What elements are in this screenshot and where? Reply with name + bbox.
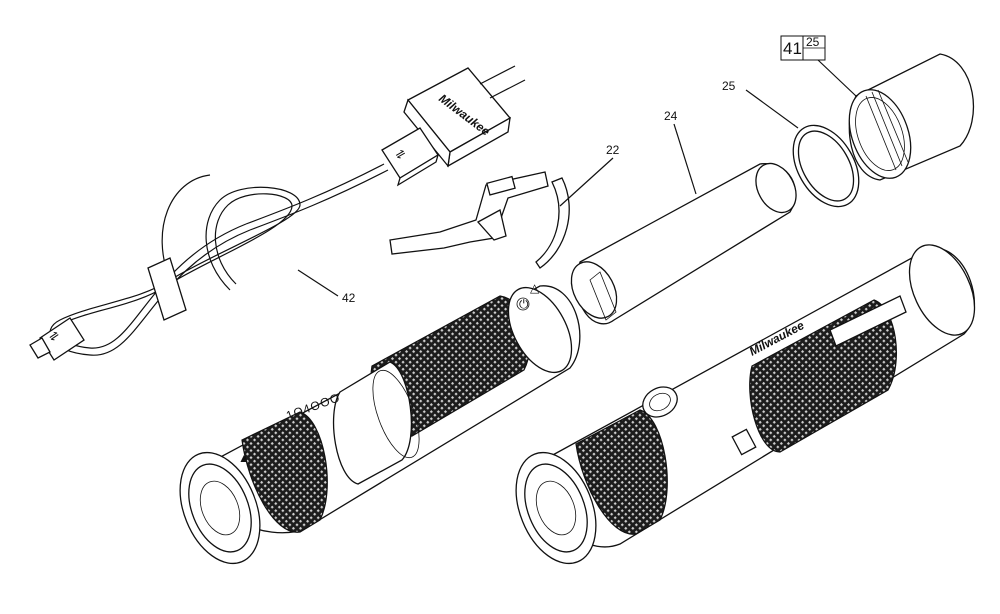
flashlight-body-left: ⏻ △ 1O4OOO ▲ ▲ [179,281,581,565]
knurled-head-ring [575,409,668,535]
o-ring [792,124,860,208]
warning-icon: ▲ [238,451,250,465]
boxed-callout-sub: 25 [806,35,820,49]
callout-42: 42 [342,291,356,305]
callout-25: 25 [722,79,736,93]
micro-usb-connector: ⇌ [29,317,85,361]
boxed-callout: 41 25 [780,35,826,61]
leader-lines [297,59,857,297]
knurled-grip-lower [241,411,328,533]
power-button-icon: ⏻ [519,297,529,311]
wall-plug: Milwaukee [403,65,526,168]
tail-cap [848,53,974,181]
flashlight-assembled: Milwaukee [515,244,976,565]
callout-22: 22 [606,143,620,157]
pocket-clip [389,171,570,269]
boxed-callout-main: 41 [783,39,802,58]
usb-a-connector: ⇌ [381,127,440,187]
usb-charger-cable: Milwaukee ⇌ ⇌ [29,65,526,361]
warning-icon-top: △ [530,281,540,295]
battery-pack [570,162,797,325]
callout-24: 24 [664,109,678,123]
